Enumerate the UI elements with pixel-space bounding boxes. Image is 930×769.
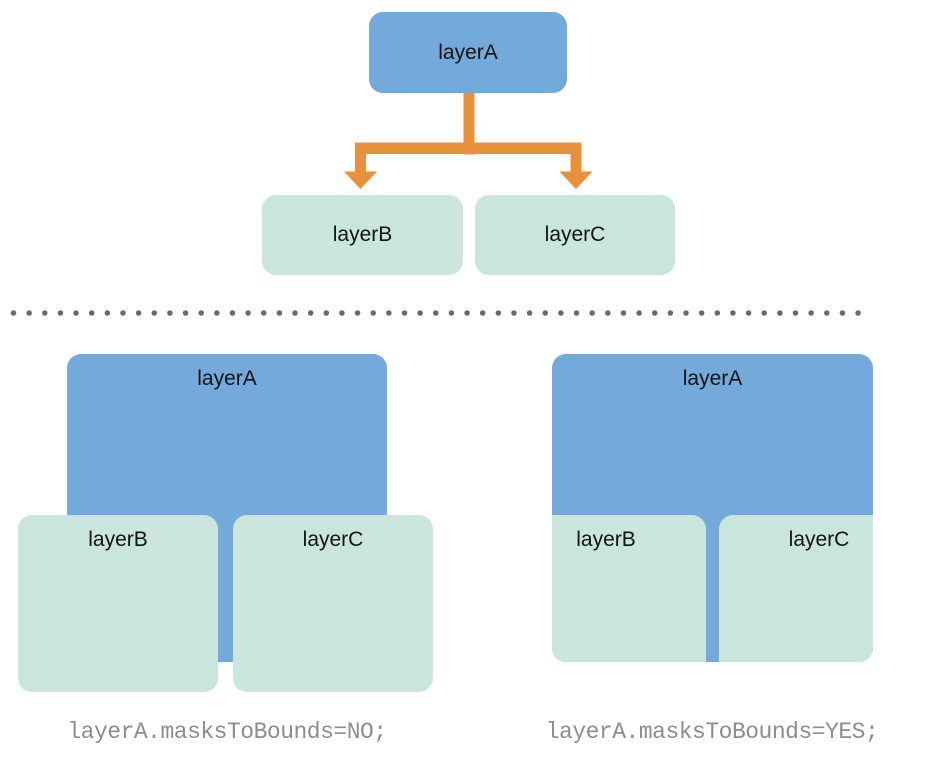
connector-crossbar: [355, 142, 582, 154]
yesmask-layerB-label: layerB: [576, 528, 636, 551]
yesmask-layerA-box: layerA layerB layerC: [552, 354, 873, 662]
connector-stem: [463, 93, 475, 155]
tree-node-layerC-label: layerC: [544, 223, 606, 247]
tree-node-layerA: layerA: [369, 12, 567, 93]
down-arrowhead-right-icon: [559, 171, 593, 189]
caption-masks-to-bounds-yes: layerA.masksToBounds=YES;: [545, 719, 879, 745]
tree-node-layerC: layerC: [475, 195, 675, 275]
tree-node-layerB-label: layerB: [332, 223, 393, 247]
nomask-layerC-box: layerC: [233, 515, 433, 692]
tree-node-layerA-label: layerA: [438, 40, 498, 64]
dotted-separator: [10, 310, 877, 316]
yesmask-layerC-box: layerC: [719, 515, 873, 662]
nomask-layerA-label: layerA: [197, 367, 257, 390]
tree-arrow-connector: [344, 93, 593, 189]
yesmask-layerC-label: layerC: [788, 528, 850, 551]
tree-node-layerB: layerB: [262, 195, 463, 275]
caption-masks-to-bounds-no: layerA.masksToBounds=NO;: [67, 719, 387, 745]
down-arrowhead-left-icon: [344, 171, 377, 189]
nomask-layerB-label: layerB: [88, 528, 148, 551]
connector-right-drop: [570, 142, 582, 172]
nomask-layerB-box: layerB: [18, 515, 218, 692]
yesmask-layerB-box: layerB: [552, 515, 706, 662]
connector-left-drop: [355, 142, 366, 172]
yesmask-layerA-label: layerA: [682, 367, 743, 390]
nomask-layerC-label: layerC: [302, 528, 364, 551]
